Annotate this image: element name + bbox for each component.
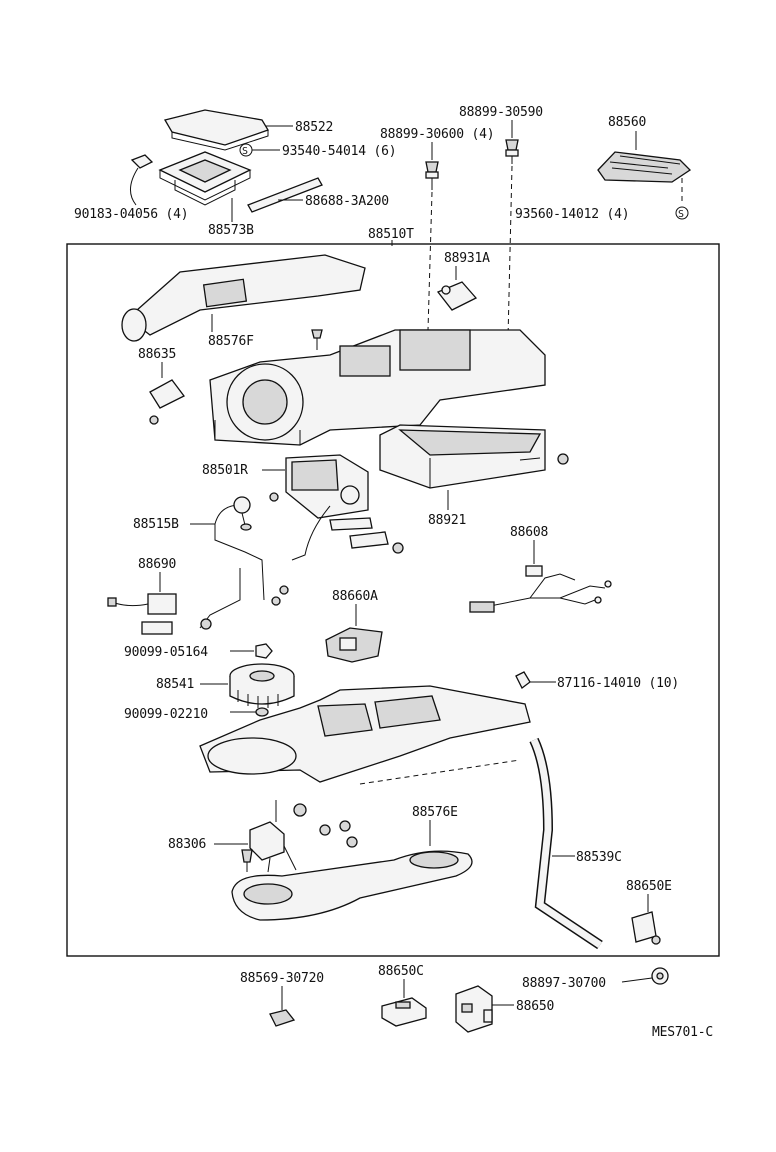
lower-heater-case (199, 685, 531, 783)
part-88515b-valve[interactable] (199, 492, 331, 630)
bolt-upper[interactable] (311, 329, 323, 350)
label-88510t: 88510T (368, 227, 414, 242)
part-88899-30600-bolt[interactable] (425, 161, 439, 190)
svg-text:S: S (678, 209, 684, 220)
label-93560-14012: 93560-14012 (4) (515, 207, 629, 222)
label-88522: 88522 (295, 120, 333, 135)
label-88660a: 88660A (332, 589, 378, 604)
label-88897-30700: 88897-30700 (522, 976, 606, 991)
part-88569-30720-clip[interactable] (269, 1009, 296, 1027)
label-88576f: 88576F (208, 334, 254, 349)
label-88569-30720: 88569-30720 (240, 971, 324, 986)
label-88576e: 88576E (412, 805, 458, 820)
label-88921: 88921 (428, 513, 466, 528)
diagram-code: MES701-C (652, 1025, 713, 1040)
part-90099-02210-washer[interactable] (255, 707, 269, 717)
part-88608-harness[interactable] (469, 565, 612, 613)
label-88899-30590: 88899-30590 (459, 105, 543, 120)
label-88501r: 88501R (202, 463, 248, 478)
svg-text:S: S (242, 146, 248, 157)
label-88608: 88608 (510, 525, 548, 540)
part-90099-05164-nut[interactable] (255, 643, 273, 659)
part-88576f-duct[interactable] (121, 254, 366, 342)
part-88560-cover[interactable] (597, 151, 692, 183)
part-88690-relay[interactable] (107, 593, 177, 635)
part-90183-clip[interactable] (130, 154, 154, 169)
screw-s-symbol: S (239, 143, 253, 157)
assembly-frame (66, 243, 720, 957)
part-small-bracket[interactable] (329, 517, 404, 554)
label-88635: 88635 (138, 347, 176, 362)
part-88306-motor[interactable] (241, 800, 358, 873)
label-87116-14010: 87116-14010 (10) (557, 676, 679, 691)
part-88541-blower[interactable] (229, 663, 295, 708)
part-88650c-sensor[interactable] (381, 997, 427, 1027)
label-88306: 88306 (168, 837, 206, 852)
label-88650e: 88650E (626, 879, 672, 894)
part-88635-actuator[interactable] (149, 379, 185, 425)
label-88573b: 88573B (208, 223, 254, 238)
part-87116-clip[interactable] (515, 671, 531, 689)
part-88650-computer[interactable] (455, 985, 493, 1033)
label-88931a: 88931A (444, 251, 490, 266)
part-88539c-hose[interactable] (529, 737, 603, 950)
label-88539c: 88539C (576, 850, 622, 865)
part-88921-core[interactable] (379, 424, 546, 489)
label-88515b: 88515B (133, 517, 179, 532)
part-88897-30700-grommet[interactable] (651, 967, 669, 985)
screw-s-symbol-2: S (675, 206, 689, 220)
label-90183-04056: 90183-04056 (4) (74, 207, 188, 222)
part-88573b-frame[interactable] (158, 151, 252, 206)
upper-heater-case (209, 329, 546, 446)
label-88541: 88541 (156, 677, 194, 692)
label-88688-3a200: 88688-3A200 (305, 194, 389, 209)
part-88650e-sensor[interactable] (631, 911, 661, 945)
part-88931a-connector[interactable] (436, 281, 478, 311)
part-88899-30590-bolt[interactable] (505, 139, 519, 164)
part-88501r-evaporator[interactable] (285, 454, 369, 519)
label-90099-05164: 90099-05164 (124, 645, 208, 660)
part-88660a-amplifier[interactable] (325, 627, 383, 663)
part-88576e-duct[interactable] (231, 850, 473, 921)
label-88690: 88690 (138, 557, 176, 572)
label-88899-30600: 88899-30600 (4) (380, 127, 494, 142)
screw-core (557, 453, 569, 465)
label-90099-02210: 90099-02210 (124, 707, 208, 722)
label-88650c: 88650C (378, 964, 424, 979)
label-88560: 88560 (608, 115, 646, 130)
part-88688-bracket[interactable] (247, 177, 323, 213)
label-88650: 88650 (516, 999, 554, 1014)
part-88522-cover[interactable] (164, 109, 269, 151)
label-93540-54014: 93540-54014 (6) (282, 144, 396, 159)
